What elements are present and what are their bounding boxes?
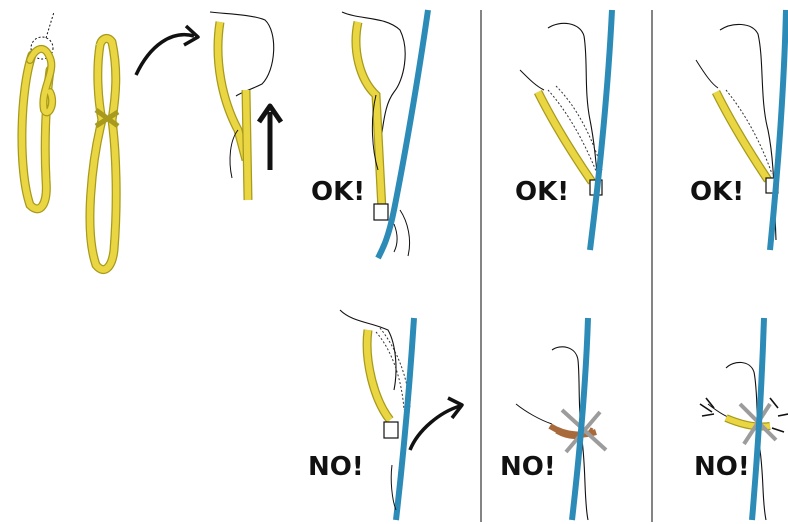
ok-sling-over-horn-illustration (520, 10, 612, 250)
ok-label: OK! (515, 177, 569, 207)
ok-label: OK! (311, 177, 365, 207)
horn-wrap-illustration (210, 12, 274, 200)
long-sling-illustration (90, 38, 118, 269)
knotted-sling-illustration (22, 12, 54, 209)
no-label: NO! (308, 452, 364, 482)
no-label: NO! (500, 452, 556, 482)
ok-sling-rope-illustration (696, 10, 786, 250)
no-label: NO! (694, 452, 750, 482)
arrow-curved-icon (136, 26, 198, 75)
no-sling-crossed-illustration (700, 318, 788, 520)
arrow-up-icon (259, 106, 281, 170)
ok-label: OK! (690, 177, 744, 207)
ok-rock-horn-illustration (342, 10, 428, 258)
no-rock-horn-illustration (340, 310, 462, 520)
no-sling-tangled-illustration (516, 318, 606, 520)
